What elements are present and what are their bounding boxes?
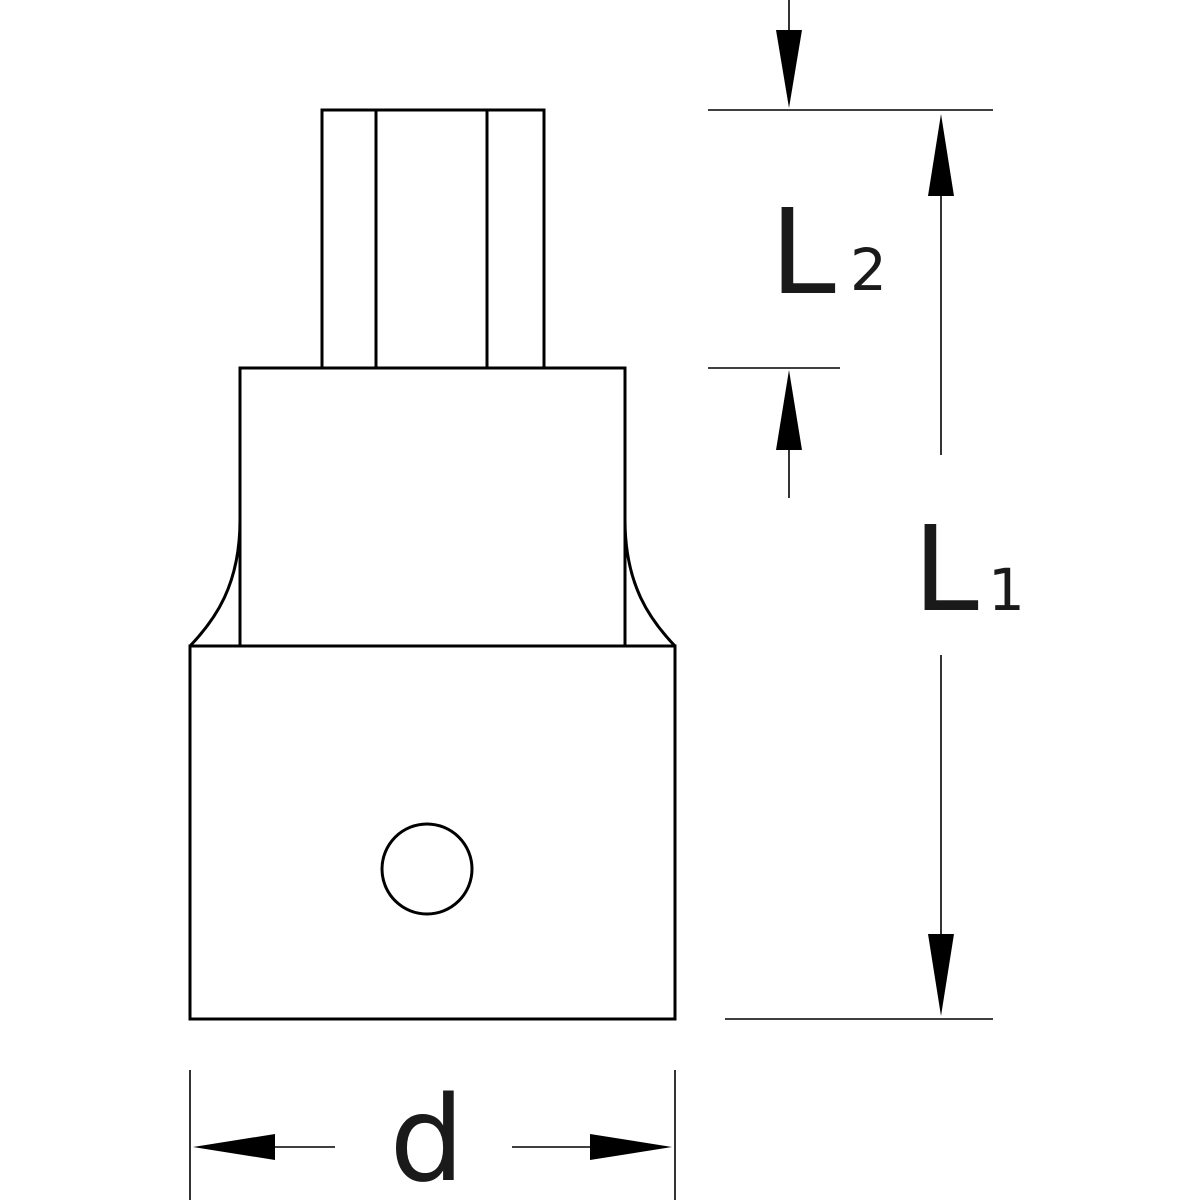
tool-outline <box>188 108 677 1021</box>
neck-flare-left <box>188 519 242 648</box>
l2-letter: L <box>770 183 836 321</box>
dimension-L2: L 2 <box>708 0 993 498</box>
dimension-d: d <box>189 1070 676 1200</box>
l2-subscript: 2 <box>850 236 887 304</box>
bit-tip <box>320 108 546 370</box>
l1-arrow-down <box>928 934 954 1016</box>
l1-letter: L <box>913 500 979 638</box>
l2-arrow-up <box>776 370 802 450</box>
l2-arrow-down <box>776 30 802 108</box>
d-arrow-left <box>193 1134 275 1160</box>
socket-neck <box>238 366 627 646</box>
ball-hole <box>380 822 474 916</box>
drive-body <box>188 644 677 1021</box>
l2-label: L 2 <box>770 183 887 321</box>
d-label: d <box>390 1070 465 1200</box>
l1-subscript: 1 <box>988 556 1025 624</box>
l1-label: L 1 <box>913 500 1025 638</box>
dimension-L1: L 1 <box>725 114 1025 1020</box>
d-arrow-right <box>590 1134 672 1160</box>
neck-flare-right <box>623 519 677 648</box>
l1-arrow-up <box>928 114 954 196</box>
